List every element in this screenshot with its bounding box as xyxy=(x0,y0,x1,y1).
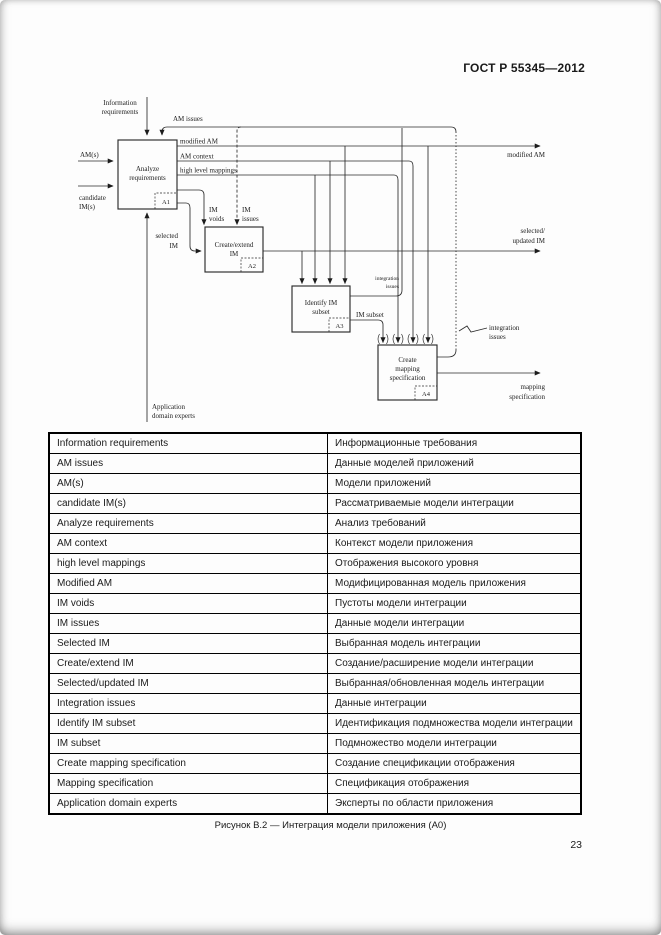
am-context-arrow xyxy=(177,160,416,344)
svg-text:requirements: requirements xyxy=(102,108,139,116)
im-voids-arrow xyxy=(177,189,207,226)
im-subset-arrow xyxy=(350,319,386,344)
svg-text:Information: Information xyxy=(103,99,137,107)
svg-text:issues: issues xyxy=(242,215,259,223)
integration-issues-callout xyxy=(458,325,488,333)
table-row: AM(s)Модели приложений xyxy=(48,473,582,494)
selected-im-arrow xyxy=(177,202,202,254)
svg-text:AM(s): AM(s) xyxy=(80,151,99,159)
box-create-extend-im: Create/extend IM A2 xyxy=(204,226,264,273)
diagram-labels: Information requirements AM issues AM(s)… xyxy=(79,99,546,420)
idef0-diagram: Analyze requirements A1 Create/extend IM… xyxy=(78,97,546,422)
svg-text:Create/extend: Create/extend xyxy=(215,241,254,249)
standard-number-header: ГОСТ Р 55345—2012 xyxy=(463,61,585,75)
am-issues-feedback-arrow xyxy=(159,126,457,358)
svg-text:selected: selected xyxy=(155,232,178,240)
svg-text:selected/: selected/ xyxy=(521,227,546,235)
svg-text:Identify IM: Identify IM xyxy=(305,299,338,307)
selected-updated-im-arrow xyxy=(263,248,541,285)
svg-text:specification: specification xyxy=(509,393,545,401)
svg-text:candidate: candidate xyxy=(79,194,106,202)
svg-text:modified AM: modified AM xyxy=(507,151,546,159)
svg-text:updated IM: updated IM xyxy=(513,237,546,245)
im-issues-arrow xyxy=(234,126,242,226)
modified-am-arrow xyxy=(177,143,541,344)
svg-text:voids: voids xyxy=(209,215,224,223)
svg-text:AM context: AM context xyxy=(180,153,214,161)
svg-text:subset: subset xyxy=(312,308,330,316)
svg-text:mapping: mapping xyxy=(395,365,420,373)
box-identify-im-subset: Identify IM subset A3 xyxy=(291,285,351,333)
svg-text:AM issues: AM issues xyxy=(173,115,203,123)
svg-text:issues: issues xyxy=(489,333,506,341)
identify-feedback-line xyxy=(350,128,403,297)
svg-text:A1: A1 xyxy=(162,199,170,206)
svg-text:IM: IM xyxy=(242,206,251,214)
svg-text:A3: A3 xyxy=(336,323,344,330)
svg-text:requirements: requirements xyxy=(129,174,166,182)
box-create-mapping-specification: Create mapping specification A4 xyxy=(377,344,438,401)
tunnel-marks xyxy=(377,333,434,345)
table-row: candidate IM(s)Рассматриваемые модели ин… xyxy=(48,493,582,514)
svg-text:issues: issues xyxy=(386,284,399,290)
svg-text:integration: integration xyxy=(489,324,520,332)
box-analyze-requirements: Analyze requirements A1 xyxy=(117,139,178,210)
svg-text:Analyze: Analyze xyxy=(136,165,159,173)
svg-text:integration: integration xyxy=(375,276,399,282)
page-number: 23 xyxy=(570,839,582,851)
svg-text:IM subset: IM subset xyxy=(356,311,384,319)
svg-text:specification: specification xyxy=(390,374,426,382)
svg-text:A2: A2 xyxy=(248,263,256,270)
svg-text:mapping: mapping xyxy=(521,383,546,391)
svg-text:domain experts: domain experts xyxy=(152,412,195,420)
svg-text:A4: A4 xyxy=(422,391,431,398)
svg-text:modified AM: modified AM xyxy=(180,138,219,146)
svg-text:Application: Application xyxy=(152,403,186,411)
svg-text:IM: IM xyxy=(209,206,218,214)
svg-text:IM: IM xyxy=(230,250,239,258)
svg-text:Create: Create xyxy=(398,356,416,364)
high-level-mappings-arrow xyxy=(177,174,401,344)
svg-text:IM(s): IM(s) xyxy=(79,203,96,211)
svg-text:high level mappings: high level mappings xyxy=(180,167,237,175)
svg-text:IM: IM xyxy=(169,242,178,250)
figure-caption: Рисунок В.2 — Интеграция модели приложен… xyxy=(214,820,447,831)
